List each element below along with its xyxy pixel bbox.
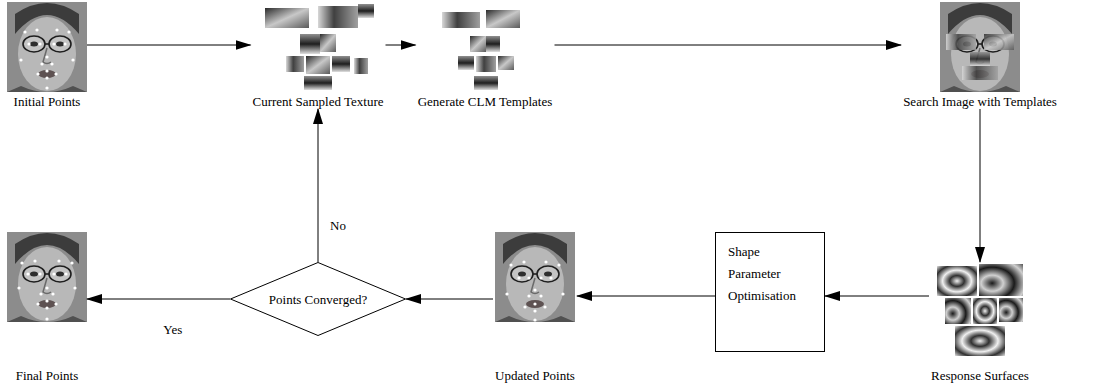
- image-caption: Response Surfaces: [929, 368, 1031, 383]
- image-node: Final Points: [7, 232, 87, 383]
- face-with-templates: [940, 2, 1020, 92]
- flow-arrow: [825, 296, 929, 297]
- face-photo: [7, 2, 87, 92]
- image-caption: Initial Points: [7, 94, 87, 109]
- image-caption: Final Points: [7, 368, 87, 383]
- diamond-shape: [231, 263, 406, 336]
- node-label: Points Converged?: [269, 292, 367, 307]
- image-node: Response Surfaces: [929, 262, 1031, 383]
- face-photo: [7, 232, 87, 322]
- flow-arrow: [980, 109, 981, 262]
- flow-arrow: [406, 299, 493, 300]
- image-node: Search Image with Templates: [901, 2, 1059, 109]
- image-caption: Current Sampled Texture: [251, 94, 386, 109]
- face-photo: [495, 232, 575, 322]
- flow-arrow: [318, 109, 319, 262]
- image-caption: Updated Points: [493, 368, 577, 383]
- image-node: Initial Points: [7, 2, 87, 109]
- response-surfaces: [937, 264, 1023, 356]
- image-caption: Search Image with Templates: [901, 94, 1059, 109]
- flow-arrow: [555, 45, 902, 46]
- node-label: Shape Parameter Optimisation: [728, 241, 808, 307]
- flow-arrow: [577, 296, 715, 297]
- flow-arrow: [87, 299, 230, 300]
- image-node: Updated Points: [493, 232, 577, 383]
- edge-label: No: [328, 218, 348, 233]
- image-caption: Generate CLM Templates: [416, 94, 555, 109]
- flow-arrow: [87, 45, 251, 46]
- template-patches: [442, 10, 520, 90]
- image-node: Current Sampled Texture: [251, 2, 386, 109]
- flow-arrow: [386, 45, 416, 46]
- texture-patches: [265, 4, 374, 90]
- image-node: Generate CLM Templates: [416, 2, 555, 109]
- edge-label: Yes: [161, 322, 184, 337]
- decision-diamond: Points Converged?: [230, 262, 406, 336]
- process-box: Shape Parameter Optimisation: [715, 232, 825, 352]
